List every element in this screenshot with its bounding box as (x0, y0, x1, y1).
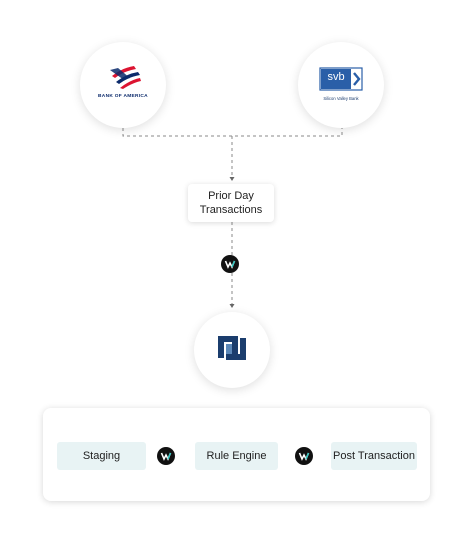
step-post-transaction: Post Transaction (331, 442, 417, 470)
netsuite-node (194, 312, 270, 388)
w-mark-icon (224, 260, 236, 269)
step-staging: Staging (57, 442, 146, 470)
bank-of-america-logo (110, 66, 141, 89)
prior-day-line2: Transactions (199, 204, 263, 216)
svb-mark: svb (327, 71, 345, 83)
w-mark-icon (298, 452, 310, 461)
step-rule-engine: Rule Engine (195, 442, 278, 470)
bank-of-america-wordmark: BANK OF AMERICA (98, 94, 148, 99)
prior-day-transactions-box: Prior Day Transactions (188, 184, 274, 222)
connector-badge-icon (157, 447, 175, 465)
netsuite-logo (218, 336, 246, 360)
prior-day-line1: Prior Day (208, 190, 254, 202)
bank-of-america-node: BANK OF AMERICA (80, 42, 166, 128)
connector-badge-icon (295, 447, 313, 465)
w-mark-icon (160, 452, 172, 461)
svb-wordmark: Silicon Valley Bank (323, 96, 359, 101)
connector-badge-icon (221, 255, 239, 273)
svb-logo (319, 67, 363, 91)
svb-node: svb Silicon Valley Bank (298, 42, 384, 128)
